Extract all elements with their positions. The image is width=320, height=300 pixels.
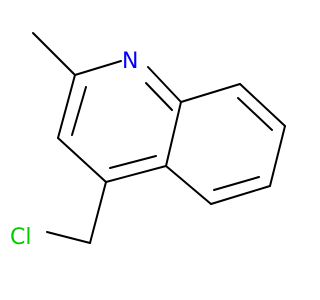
bond-c7-c6 — [269, 125, 286, 187]
bond-c5-c4a — [165, 165, 212, 205]
bond-c8-c7 — [239, 83, 286, 127]
nitrogen-atom-label: N — [122, 49, 138, 74]
bond-c6-c5-inner — [213, 176, 260, 191]
bond-c4-c4a — [105, 165, 167, 183]
bond-c4-c4a-inner — [109, 155, 157, 169]
bond-c2-n — [74, 60, 122, 76]
bond-c8a-c8 — [180, 83, 241, 103]
bond-layer — [32, 32, 286, 244]
bond-methyl-c2 — [32, 32, 76, 76]
atom-labels: N Cl — [10, 49, 138, 250]
bond-n-c8a — [147, 66, 182, 103]
chlorine-atom-label: Cl — [10, 225, 31, 250]
bond-c2-c3-inner — [71, 86, 87, 136]
bond-c4-ch2 — [89, 181, 107, 244]
bond-n-c8a-inner — [145, 82, 173, 111]
bond-c6-c5 — [210, 185, 271, 205]
bond-c4a-c8a — [165, 101, 182, 167]
bond-ch2-cl — [46, 231, 91, 244]
molecule-structure-canvas: N Cl — [10, 32, 286, 250]
bond-c3-c4 — [57, 137, 107, 183]
bond-c8-c7-inner — [237, 97, 273, 131]
bond-c2-c3 — [57, 74, 76, 139]
